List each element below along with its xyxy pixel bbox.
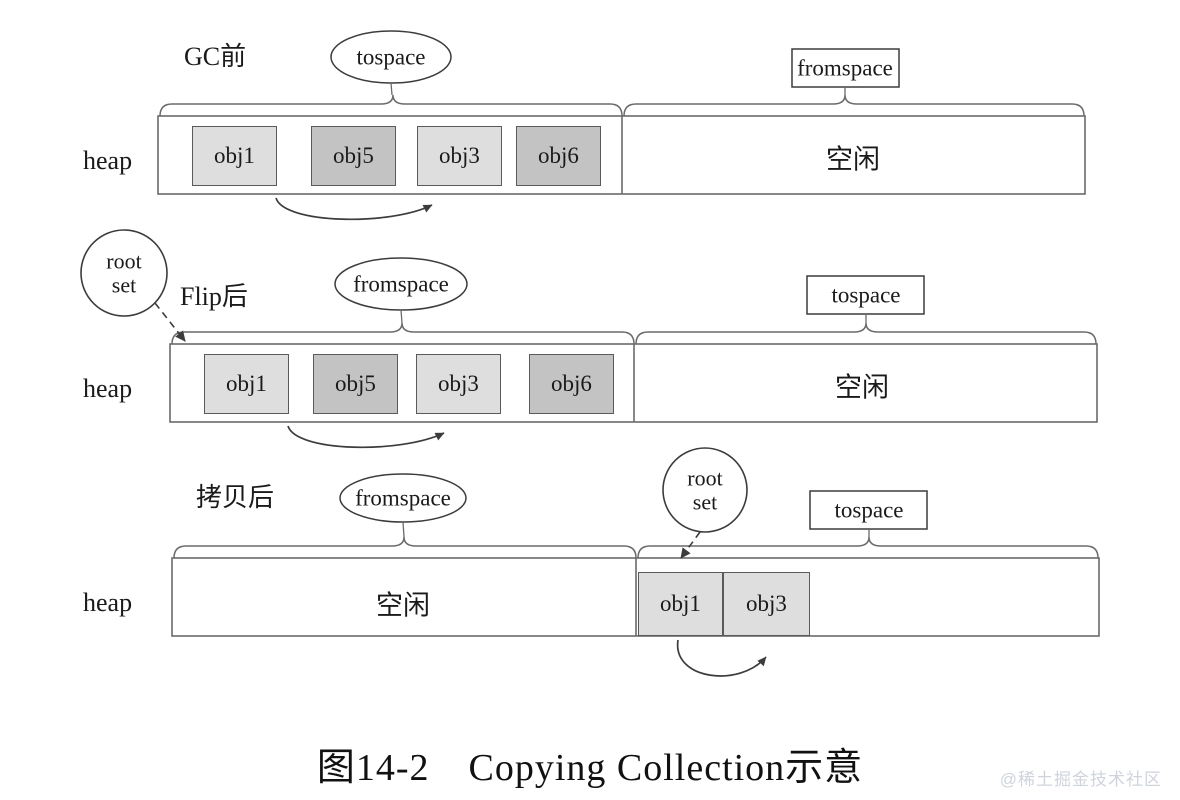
object-block: obj3: [417, 126, 502, 186]
pointer-arrow-row3: [677, 639, 767, 677]
oval-connector-row2: [400, 309, 403, 324]
root-set-arrow-row3: [680, 531, 701, 559]
object-label: obj3: [439, 143, 480, 168]
object-block: obj5: [311, 126, 396, 186]
object-block: obj6: [516, 126, 601, 186]
brace-tospace-row1: [159, 94, 623, 117]
root-set-line2: set: [111, 272, 137, 297]
stage-label-row1: GC前: [184, 42, 247, 71]
free-space-label-row3: 空闲: [376, 590, 430, 621]
oval-connector-row1: [390, 82, 393, 96]
root-set-line1: root: [106, 248, 142, 274]
object-label: obj5: [333, 143, 374, 168]
object-block: obj6: [529, 354, 614, 414]
object-label: obj1: [660, 591, 701, 616]
root-set-arrow-row2: [154, 302, 186, 342]
object-block: obj3: [723, 572, 810, 636]
brace-tospace-row3: [637, 536, 1099, 559]
box-tospace-row3: [809, 490, 928, 530]
brace-fromspace-row2: [171, 322, 635, 345]
object-block: obj1: [192, 126, 277, 186]
heap-label-row1: heap: [83, 146, 133, 175]
object-block: obj3: [416, 354, 501, 414]
oval-connector-row3: [402, 521, 405, 538]
region-label-fromspace-row1: fromspace: [797, 55, 893, 81]
object-label: obj1: [214, 143, 255, 168]
region-label-fromspace-row2: fromspace: [353, 271, 449, 297]
box-tospace-row2: [806, 275, 925, 315]
heap-label-row3: heap: [83, 588, 133, 617]
stage-label-row3: 拷贝后: [196, 483, 275, 512]
stage-label-row2: Flip后: [180, 282, 248, 311]
object-label: obj6: [538, 143, 579, 168]
object-label: obj3: [438, 371, 479, 396]
object-block: obj1: [204, 354, 289, 414]
root-set-line1: root: [687, 465, 723, 491]
root-set-label-row2: root set: [106, 249, 141, 297]
figure-caption: 图14-2 Copying Collection示意: [316, 747, 864, 789]
pointer-arrow-row1: [275, 197, 433, 221]
root-set-line2: set: [692, 489, 718, 514]
region-label-tospace-row2: tospace: [831, 282, 901, 308]
object-label: obj5: [335, 371, 376, 396]
pointer-arrow-row2: [287, 425, 445, 449]
root-set-label-row3: root set: [687, 466, 722, 514]
root-set-circle-row2: [80, 229, 168, 317]
region-label-fromspace-row3: fromspace: [355, 485, 451, 511]
brace-fromspace-row3: [173, 536, 637, 559]
box-fromspace-row1: [791, 48, 900, 88]
root-set-circle-row3: [662, 447, 748, 533]
object-label: obj1: [226, 371, 267, 396]
brace-tospace-row2: [635, 322, 1097, 345]
object-label: obj3: [746, 591, 787, 616]
free-space-label-row1: 空闲: [826, 144, 880, 175]
free-space-label-row2: 空闲: [835, 372, 889, 403]
brace-fromspace-row1: [623, 94, 1085, 117]
watermark: @稀土掘金技术社区: [999, 770, 1162, 789]
object-block: obj5: [313, 354, 398, 414]
region-label-tospace-row1: tospace: [356, 44, 426, 70]
heap-label-row2: heap: [83, 374, 133, 403]
object-label: obj6: [551, 371, 592, 396]
region-label-tospace-row3: tospace: [834, 497, 904, 523]
object-block: obj1: [638, 572, 723, 636]
